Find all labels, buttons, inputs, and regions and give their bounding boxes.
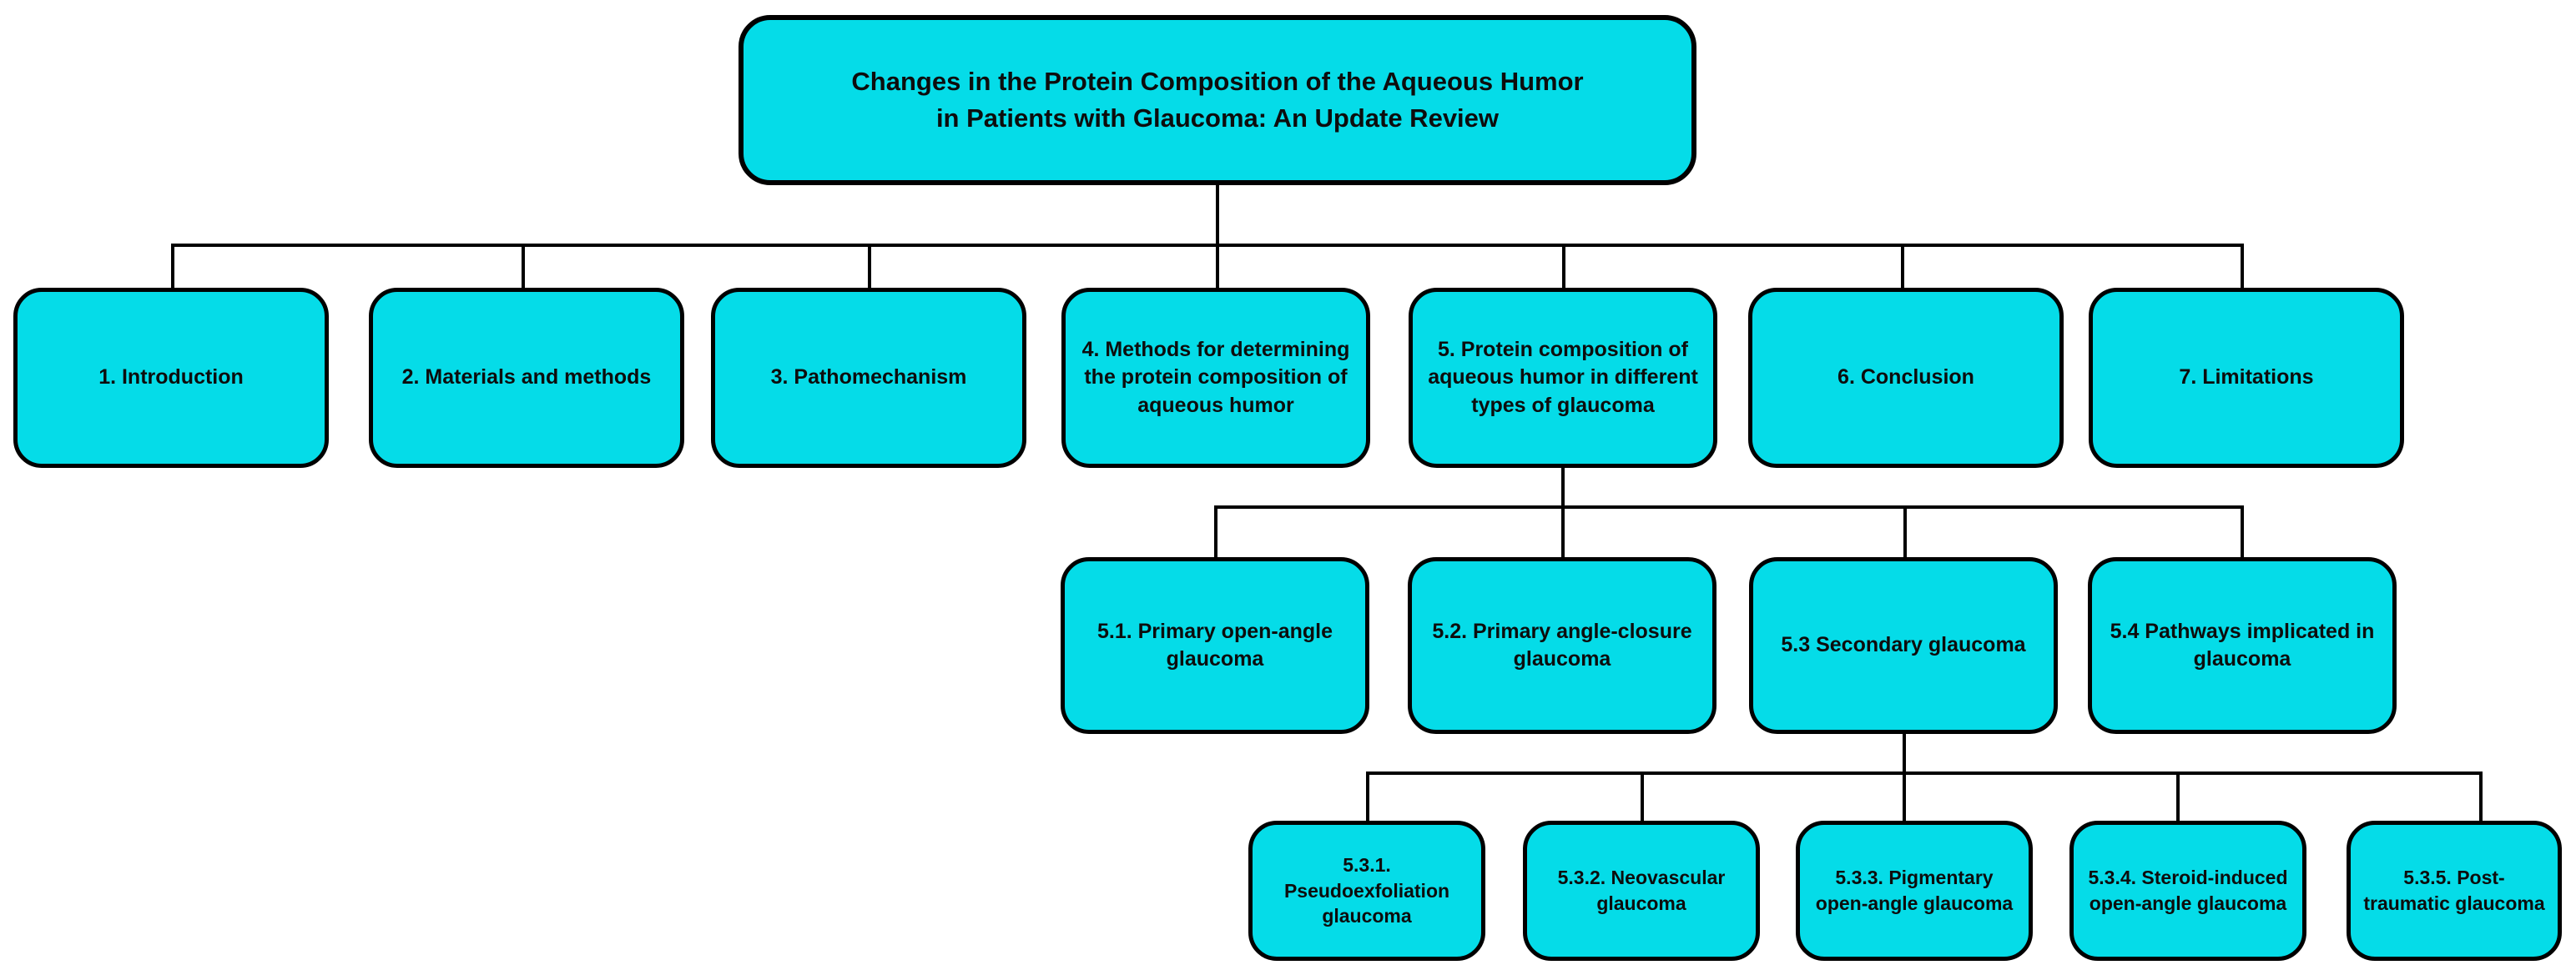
node-2-materials-and-methods[interactable]: 2. Materials and methods (369, 288, 684, 468)
connector-drop-5 (1562, 244, 1565, 289)
node-1-introduction[interactable]: 1. Introduction (13, 288, 329, 468)
node-5-3-3-label: 5.3.3. Pigmentary open-angle glaucoma (1815, 867, 2014, 914)
connector-level3-bus (1366, 771, 2483, 775)
connector-drop-3 (868, 244, 871, 289)
connector-drop-5-3-5 (2479, 771, 2483, 823)
node-5-3-4-label: 5.3.4. Steroid-induced open-angle glauco… (2088, 867, 2288, 914)
node-4-label: 4. Methods for determining the protein c… (1081, 338, 1350, 417)
node-6-conclusion[interactable]: 6. Conclusion (1748, 288, 2064, 468)
node-root-title[interactable]: Changes in the Protein Composition of th… (739, 15, 1696, 185)
node-5-2-primary-angle-closure-glaucoma[interactable]: 5.2. Primary angle-closure glaucoma (1408, 557, 1716, 734)
node-5-label: 5. Protein composition of aqueous humor … (1428, 338, 1698, 417)
connector-level2-bus (1214, 505, 2242, 509)
node-3-pathomechanism[interactable]: 3. Pathomechanism (711, 288, 1026, 468)
connector-level1-bus (171, 244, 2244, 247)
connector-drop-5-2 (1561, 505, 1565, 559)
connector-drop-5-3 (1903, 505, 1907, 559)
node-3-label: 3. Pathomechanism (770, 365, 967, 390)
node-5-1-label: 5.1. Primary open-angle glaucoma (1096, 619, 1333, 671)
connector-drop-7 (2241, 244, 2244, 289)
node-5-3-3-pigmentary-open-angle-glaucoma[interactable]: 5.3.3. Pigmentary open-angle glaucoma (1796, 821, 2033, 961)
connector-drop-4 (1216, 244, 1219, 289)
connector-root-stem (1216, 185, 1219, 245)
node-5-3-label: 5.3 Secondary glaucoma (1781, 633, 2026, 657)
node-root-title-label: Changes in the Protein Composition of th… (851, 66, 1584, 133)
node-5-3-5-label: 5.3.5. Post-traumatic glaucoma (2363, 867, 2545, 914)
connector-drop-5-1 (1214, 505, 1217, 559)
connector-drop-6 (1901, 244, 1904, 289)
node-5-1-primary-open-angle-glaucoma[interactable]: 5.1. Primary open-angle glaucoma (1061, 557, 1369, 734)
node-5-3-5-post-traumatic-glaucoma[interactable]: 5.3.5. Post-traumatic glaucoma (2347, 821, 2562, 961)
node-4-methods-protein-composition[interactable]: 4. Methods for determining the protein c… (1061, 288, 1370, 468)
node-1-label: 1. Introduction (98, 365, 244, 390)
node-5-3-2-neovascular-glaucoma[interactable]: 5.3.2. Neovascular glaucoma (1523, 821, 1760, 961)
node-5-3-secondary-glaucoma[interactable]: 5.3 Secondary glaucoma (1749, 557, 2058, 734)
node-5-4-pathways-implicated[interactable]: 5.4 Pathways implicated in glaucoma (2088, 557, 2397, 734)
node-5-4-label: 5.4 Pathways implicated in glaucoma (2110, 619, 2375, 671)
node-5-3-1-pseudoexfoliation-glaucoma[interactable]: 5.3.1. Pseudoexfoliation glaucoma (1248, 821, 1485, 961)
node-5-3-2-label: 5.3.2. Neovascular glaucoma (1557, 867, 1726, 914)
connector-drop-5-3-3 (1903, 771, 1906, 823)
connector-drop-5-4 (2241, 505, 2244, 559)
connector-drop-1 (171, 244, 174, 289)
connector-drop-5-3-2 (1641, 771, 1644, 823)
connector-drop-2 (522, 244, 525, 289)
connector-node5-stem (1561, 468, 1565, 509)
node-6-label: 6. Conclusion (1837, 365, 1974, 390)
node-5-3-4-steroid-induced-open-angle-glaucoma[interactable]: 5.3.4. Steroid-induced open-angle glauco… (2069, 821, 2306, 961)
node-5-3-1-label: 5.3.1. Pseudoexfoliation glaucoma (1283, 854, 1450, 927)
connector-drop-5-3-4 (2176, 771, 2180, 823)
node-5-2-label: 5.2. Primary angle-closure glaucoma (1432, 619, 1692, 671)
node-7-label: 7. Limitations (2179, 365, 2314, 390)
connector-node53-stem (1903, 734, 1906, 775)
node-5-protein-composition-types[interactable]: 5. Protein composition of aqueous humor … (1409, 288, 1717, 468)
connector-drop-5-3-1 (1366, 771, 1369, 823)
node-7-limitations[interactable]: 7. Limitations (2089, 288, 2404, 468)
node-2-label: 2. Materials and methods (401, 365, 652, 390)
